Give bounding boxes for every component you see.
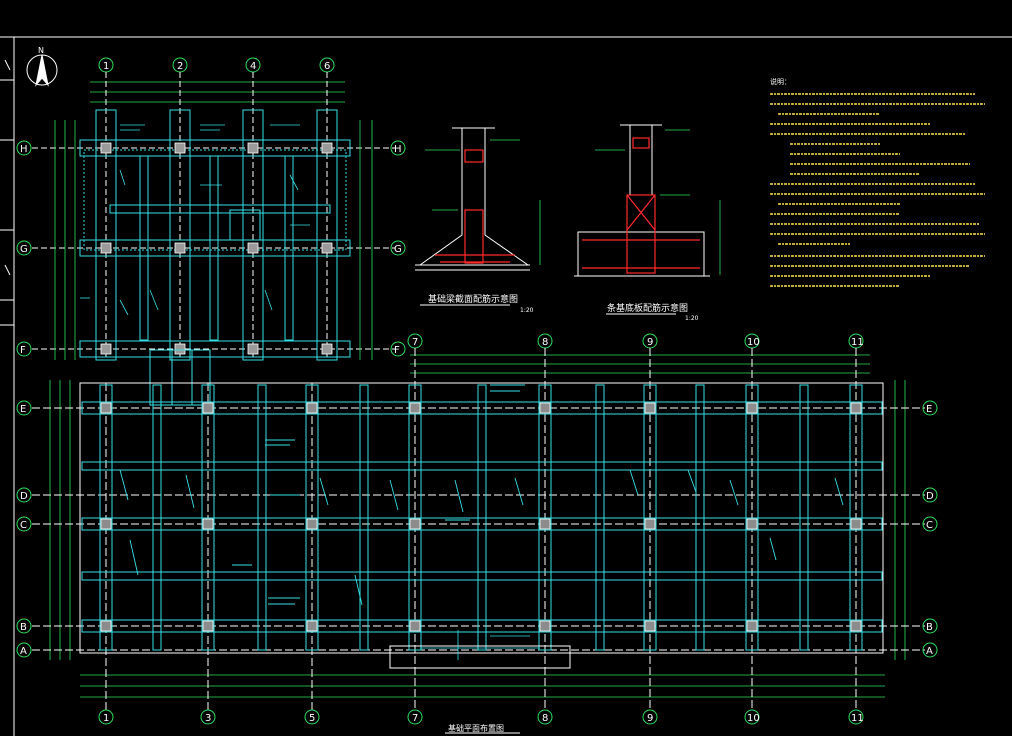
- row-label-B-right: B: [926, 622, 933, 633]
- row-label-A-right: A: [926, 646, 933, 657]
- main-bay-annotations: [119, 384, 844, 606]
- grid-label-11-bottom: 11: [851, 713, 864, 724]
- left-margin-ticks: [0, 59, 14, 326]
- main-columns: [100, 402, 862, 632]
- grid-label-10-bottom: 10: [747, 713, 760, 724]
- upper-left-foundation-plan: 1 2 4 6: [16, 57, 406, 406]
- grid-label-3-bottom: 3: [205, 713, 211, 724]
- strip-footing-section-detail: 条基底板配筋示意图 1:20: [574, 124, 721, 322]
- grid-label-1-top: 1: [103, 61, 109, 72]
- main-plan-outline: [79, 382, 884, 654]
- grid-label-8-bottom: 8: [542, 713, 548, 724]
- section-1-title: 基础梁截面配筋示意图: [428, 293, 518, 305]
- entrance-strip-outline: [389, 645, 571, 669]
- notes-heading: 说明：: [770, 77, 791, 86]
- north-arrow-symbol: N: [26, 46, 58, 87]
- grid-label-6-top: 6: [324, 61, 330, 72]
- main-foundation-plan: 7 8 9 10 11: [16, 333, 938, 734]
- row-label-E-left: E: [20, 404, 26, 415]
- row-label-G-left: G: [20, 244, 28, 255]
- section-1-scale: 1:20: [520, 307, 534, 314]
- grid-label-7-bottom: 7: [412, 713, 418, 724]
- grid-label-7-top: 7: [412, 337, 418, 348]
- main-bottom-grid-bubbles: [98, 709, 864, 725]
- grid-label-9-bottom: 9: [647, 713, 653, 724]
- grid-label-8-top: 8: [542, 337, 548, 348]
- north-label: N: [38, 46, 44, 55]
- section-2-title: 条基底板配筋示意图: [607, 302, 688, 314]
- grid-label-9-top: 9: [647, 337, 653, 348]
- grid-label-4-top: 4: [250, 61, 256, 72]
- grid-label-11-top: 11: [851, 337, 864, 348]
- row-label-H-left: H: [20, 144, 28, 155]
- row-label-G-right: G: [394, 244, 402, 255]
- grid-label-2-top: 2: [177, 61, 183, 72]
- row-label-C-right: C: [926, 520, 933, 531]
- row-label-B-left: B: [20, 622, 27, 633]
- section-2-scale: 1:20: [685, 315, 699, 322]
- notes-text-lines: [770, 93, 985, 287]
- row-label-D-right: D: [926, 491, 934, 502]
- row-label-D-left: D: [20, 491, 28, 502]
- row-label-F-left: F: [20, 345, 26, 356]
- row-label-A-left: A: [20, 646, 27, 657]
- grid-label-1-bottom: 1: [103, 713, 109, 724]
- grid-label-10-top: 10: [747, 337, 760, 348]
- general-notes-block: 说明：: [770, 77, 985, 287]
- beam-section-detail: 基础梁截面配筋示意图 1:20: [415, 127, 541, 314]
- row-label-F-right: F: [394, 345, 400, 356]
- row-label-E-right: E: [926, 404, 932, 415]
- grid-label-5-bottom: 5: [309, 713, 315, 724]
- row-label-H-right: H: [394, 144, 402, 155]
- plan-title: 基础平面布置图: [448, 723, 504, 733]
- row-label-C-left: C: [20, 520, 27, 531]
